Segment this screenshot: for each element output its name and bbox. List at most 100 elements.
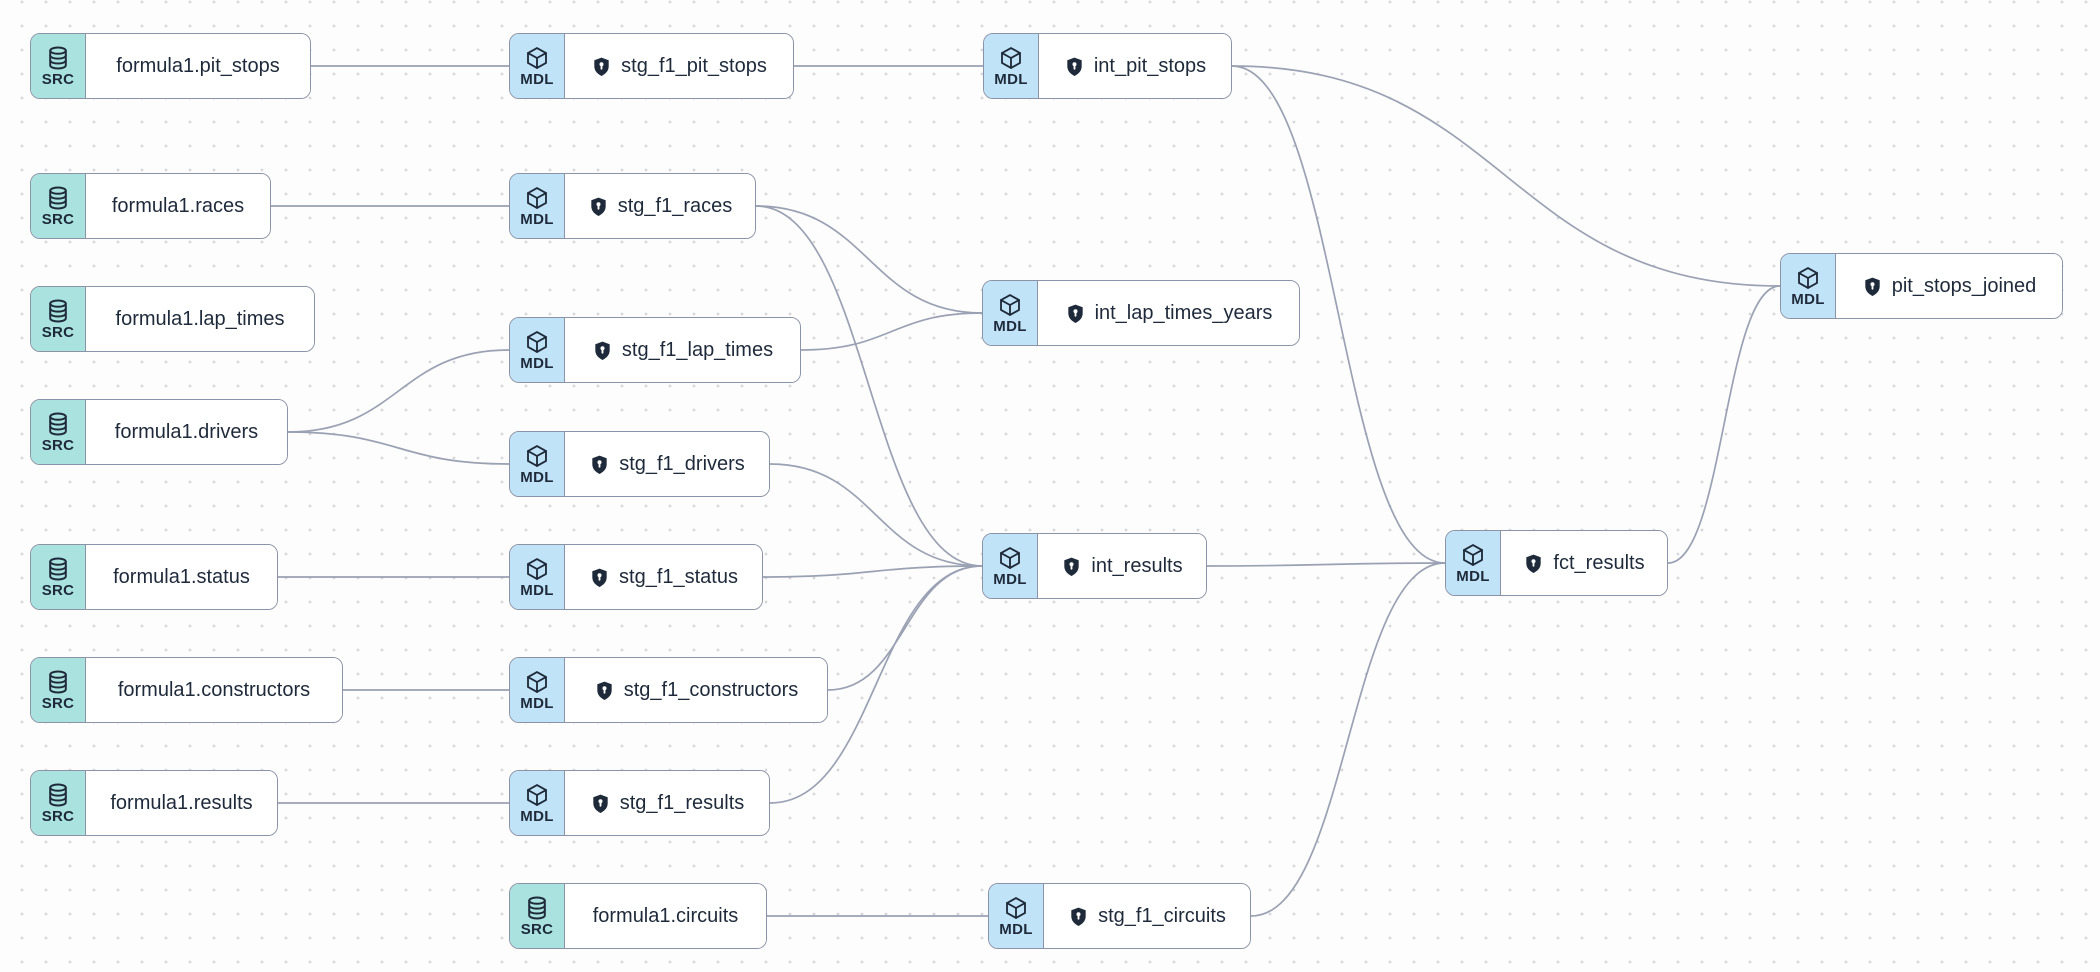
cube-icon bbox=[524, 782, 550, 808]
lineage-node-stg_f1_constructors[interactable]: MDL stg_f1_constructors bbox=[509, 657, 828, 723]
lineage-node-formula1_races[interactable]: SRC formula1.races bbox=[30, 173, 271, 239]
shield-lock-icon bbox=[1068, 906, 1089, 927]
edge-stg_f1_races-to-int_results bbox=[755, 205, 983, 567]
node-label: stg_f1_status bbox=[565, 545, 762, 609]
shield-lock-icon bbox=[589, 567, 610, 588]
resource-type-badge: MDL bbox=[510, 658, 565, 722]
lineage-node-stg_f1_races[interactable]: MDL stg_f1_races bbox=[509, 173, 756, 239]
cube-icon bbox=[524, 556, 550, 582]
node-name-text: stg_f1_races bbox=[617, 195, 733, 217]
node-label: pit_stops_joined bbox=[1836, 254, 2062, 318]
resource-type-label: MDL bbox=[994, 70, 1028, 88]
node-label: formula1.circuits bbox=[565, 884, 766, 948]
resource-type-badge: SRC bbox=[510, 884, 565, 948]
node-name-text: int_pit_stops bbox=[1093, 55, 1207, 77]
lineage-node-pit_stops_joined[interactable]: MDL pit_stops_joined bbox=[1780, 253, 2063, 319]
node-label: stg_f1_results bbox=[565, 771, 769, 835]
resource-type-badge: SRC bbox=[31, 34, 86, 98]
edge-fct_results-to-pit_stops_joined bbox=[1667, 285, 1781, 564]
lineage-node-formula1_drivers[interactable]: SRC formula1.drivers bbox=[30, 399, 288, 465]
lineage-node-int_pit_stops[interactable]: MDL int_pit_stops bbox=[983, 33, 1232, 99]
lineage-node-stg_f1_drivers[interactable]: MDL stg_f1_drivers bbox=[509, 431, 770, 497]
shield-lock-icon bbox=[1862, 276, 1883, 297]
lineage-node-stg_f1_status[interactable]: MDL stg_f1_status bbox=[509, 544, 763, 610]
resource-type-label: MDL bbox=[993, 317, 1027, 335]
resource-type-label: SRC bbox=[41, 323, 75, 341]
node-label: fct_results bbox=[1501, 531, 1667, 595]
node-label: stg_f1_circuits bbox=[1044, 884, 1250, 948]
resource-type-badge: MDL bbox=[983, 281, 1038, 345]
lineage-node-formula1_circuits[interactable]: SRC formula1.circuits bbox=[509, 883, 767, 949]
resource-type-badge: MDL bbox=[1446, 531, 1501, 595]
lineage-node-stg_f1_results[interactable]: MDL stg_f1_results bbox=[509, 770, 770, 836]
resource-type-label: SRC bbox=[41, 210, 75, 228]
resource-type-badge: MDL bbox=[510, 432, 565, 496]
node-label: formula1.constructors bbox=[86, 658, 342, 722]
lineage-node-formula1_lap_times[interactable]: SRC formula1.lap_times bbox=[30, 286, 315, 352]
edge-stg_f1_results-to-int_results bbox=[769, 565, 983, 804]
edge-int_pit_stops-to-fct_results bbox=[1231, 65, 1446, 564]
cube-icon bbox=[998, 45, 1024, 71]
node-label: stg_f1_races bbox=[565, 174, 755, 238]
node-name-text: stg_f1_circuits bbox=[1098, 905, 1226, 927]
edge-formula1_drivers-to-stg_f1_lap_times bbox=[287, 349, 510, 433]
lineage-node-stg_f1_circuits[interactable]: MDL stg_f1_circuits bbox=[988, 883, 1251, 949]
node-name-text: int_results bbox=[1091, 555, 1183, 577]
resource-type-label: MDL bbox=[1791, 290, 1825, 308]
node-label: formula1.lap_times bbox=[86, 287, 314, 351]
node-label: stg_f1_lap_times bbox=[565, 318, 800, 382]
lineage-node-stg_f1_pit_stops[interactable]: MDL stg_f1_pit_stops bbox=[509, 33, 794, 99]
node-name-text: formula1.lap_times bbox=[115, 308, 285, 330]
node-name-text: stg_f1_lap_times bbox=[621, 339, 774, 361]
resource-type-label: SRC bbox=[41, 807, 75, 825]
edge-stg_f1_drivers-to-int_results bbox=[769, 463, 983, 567]
cube-icon bbox=[997, 545, 1023, 571]
lineage-node-int_results[interactable]: MDL int_results bbox=[982, 533, 1207, 599]
shield-lock-icon bbox=[1064, 56, 1085, 77]
edge-stg_f1_lap_times-to-int_lap_times_years bbox=[800, 312, 983, 351]
edge-int_pit_stops-to-pit_stops_joined bbox=[1231, 65, 1781, 287]
resource-type-badge: SRC bbox=[31, 545, 86, 609]
database-icon bbox=[45, 556, 71, 582]
node-name-text: stg_f1_status bbox=[619, 566, 738, 588]
edge-stg_f1_constructors-to-int_results bbox=[827, 565, 983, 691]
resource-type-label: MDL bbox=[1456, 567, 1490, 585]
lineage-node-formula1_constructors[interactable]: SRC formula1.constructors bbox=[30, 657, 343, 723]
lineage-node-formula1_results[interactable]: SRC formula1.results bbox=[30, 770, 278, 836]
node-name-text: stg_f1_pit_stops bbox=[621, 55, 767, 77]
node-name-text: formula1.results bbox=[110, 792, 253, 814]
edge-formula1_drivers-to-stg_f1_drivers bbox=[287, 431, 510, 465]
resource-type-label: MDL bbox=[520, 581, 554, 599]
cube-icon bbox=[524, 443, 550, 469]
node-label: formula1.pit_stops bbox=[86, 34, 310, 98]
node-name-text: formula1.pit_stops bbox=[116, 55, 280, 77]
resource-type-label: SRC bbox=[41, 581, 75, 599]
resource-type-badge: MDL bbox=[510, 771, 565, 835]
node-label: int_results bbox=[1038, 534, 1206, 598]
cube-icon bbox=[997, 292, 1023, 318]
lineage-node-stg_f1_lap_times[interactable]: MDL stg_f1_lap_times bbox=[509, 317, 801, 383]
lineage-node-formula1_status[interactable]: SRC formula1.status bbox=[30, 544, 278, 610]
resource-type-label: MDL bbox=[520, 210, 554, 228]
node-label: formula1.status bbox=[86, 545, 277, 609]
cube-icon bbox=[1003, 895, 1029, 921]
cube-icon bbox=[524, 669, 550, 695]
database-icon bbox=[45, 782, 71, 808]
node-label: stg_f1_pit_stops bbox=[565, 34, 793, 98]
node-name-text: pit_stops_joined bbox=[1891, 275, 2037, 297]
resource-type-label: MDL bbox=[520, 807, 554, 825]
database-icon bbox=[45, 411, 71, 437]
shield-lock-icon bbox=[1061, 556, 1082, 577]
edge-stg_f1_circuits-to-fct_results bbox=[1250, 562, 1446, 917]
resource-type-label: SRC bbox=[41, 694, 75, 712]
node-name-text: formula1.drivers bbox=[114, 421, 259, 443]
lineage-node-formula1_pit_stops[interactable]: SRC formula1.pit_stops bbox=[30, 33, 311, 99]
lineage-node-fct_results[interactable]: MDL fct_results bbox=[1445, 530, 1668, 596]
resource-type-label: MDL bbox=[993, 570, 1027, 588]
shield-lock-icon bbox=[1065, 303, 1086, 324]
node-label: formula1.drivers bbox=[86, 400, 287, 464]
node-name-text: formula1.circuits bbox=[592, 905, 739, 927]
lineage-node-int_lap_times_years[interactable]: MDL int_lap_times_years bbox=[982, 280, 1300, 346]
